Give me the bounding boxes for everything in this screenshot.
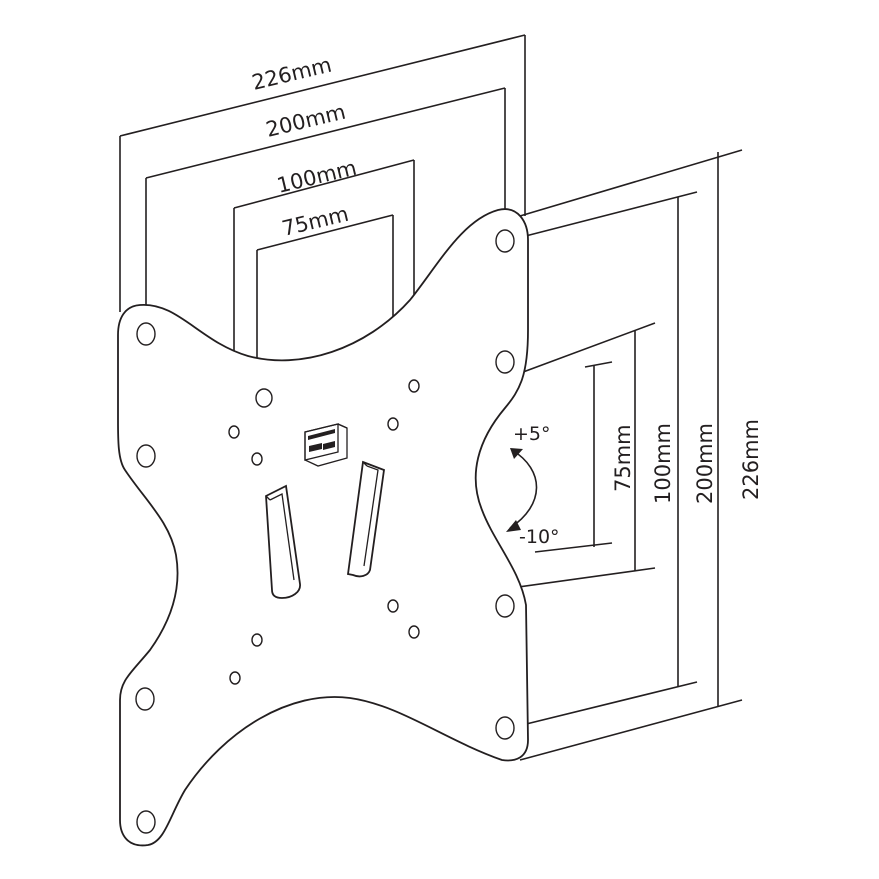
dimension-label-100mm-vertical: 100mm <box>651 423 675 504</box>
dimension-label-200mm-vertical: 200mm <box>693 423 717 504</box>
mounting-hole <box>136 810 156 834</box>
small-hole <box>255 388 273 408</box>
mounting-hole <box>495 350 515 374</box>
small-hole <box>408 379 420 393</box>
mounting-hole <box>495 594 515 618</box>
tilt-arrow <box>506 448 538 532</box>
vertical-dimension-200 <box>509 191 698 729</box>
mounting-slot-right <box>346 460 385 578</box>
mounting-hole <box>136 444 156 468</box>
horizontal-dimension-200 <box>145 87 506 324</box>
mounting-slot-left <box>265 484 301 599</box>
small-hole <box>387 599 399 613</box>
dimension-label-226mm: 226mm <box>250 53 334 95</box>
mounting-hole <box>495 229 515 253</box>
small-hole <box>251 452 263 466</box>
mounting-hole <box>135 687 155 711</box>
small-hole <box>229 671 241 685</box>
mounting-hole <box>495 716 515 740</box>
dimension-label-100mm: 100mm <box>275 156 359 198</box>
mounting-plate <box>117 208 529 847</box>
vertical-dimension-226 <box>519 149 743 761</box>
dimension-label-226mm-vertical: 226mm <box>739 419 763 500</box>
small-hole <box>408 625 420 639</box>
small-hole <box>251 633 263 647</box>
tilt-up-label: +5° <box>513 423 551 445</box>
small-hole <box>387 417 399 431</box>
mounting-hole <box>136 322 156 346</box>
small-hole <box>228 425 240 439</box>
horizontal-dimension-226 <box>119 34 526 312</box>
lock-clip <box>304 423 348 467</box>
vertical-dimension-75 <box>534 361 613 553</box>
dimension-label-75mm-vertical: 75mm <box>611 424 635 492</box>
dimension-label-200mm: 200mm <box>264 100 348 142</box>
tilt-down-label: -10° <box>519 526 560 548</box>
